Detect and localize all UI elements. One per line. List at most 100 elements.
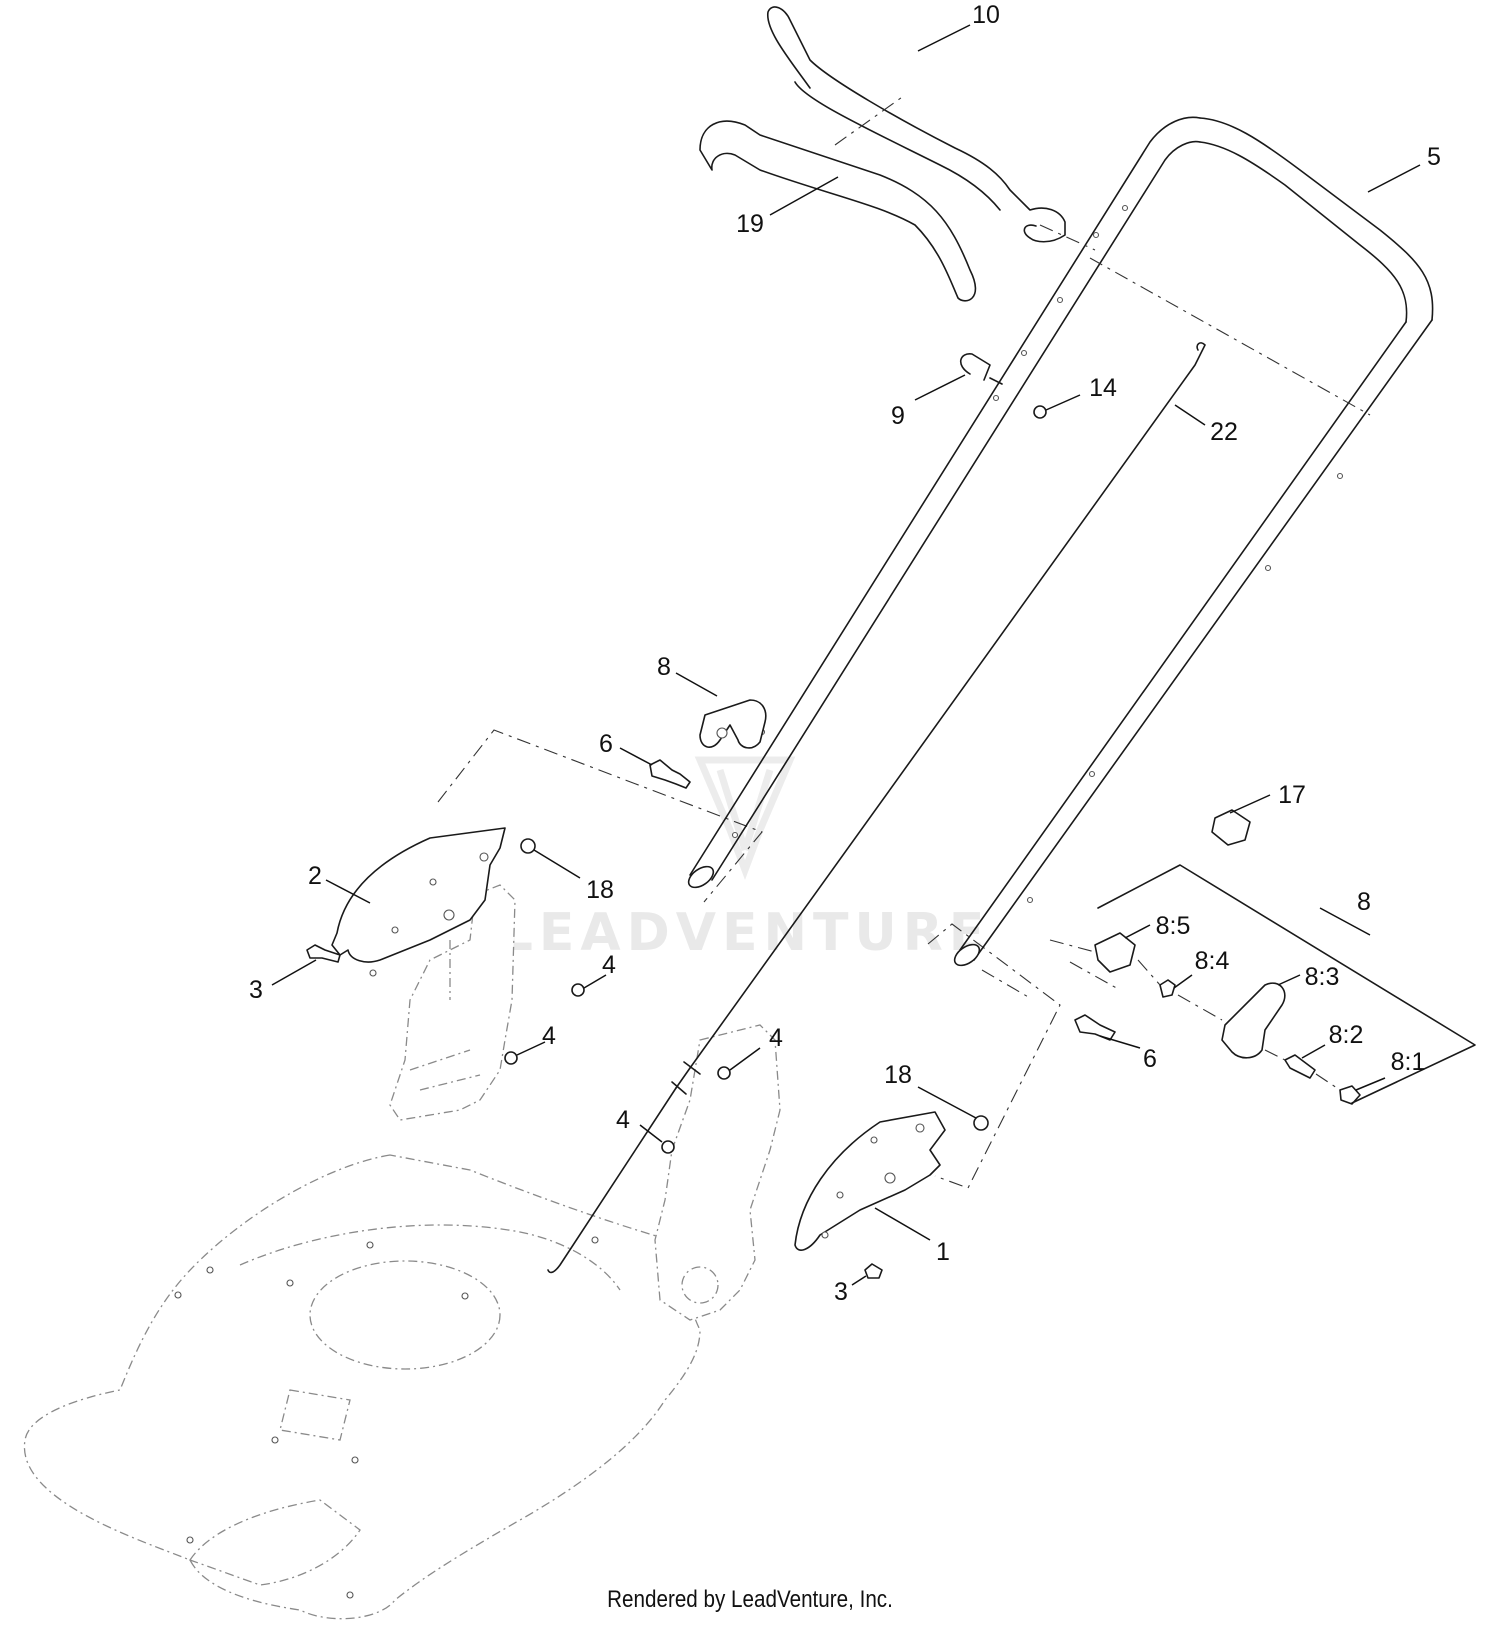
callout-4-b: 4 bbox=[516, 1022, 556, 1056]
svg-text:22: 22 bbox=[1210, 418, 1238, 446]
callout-3-left: 3 bbox=[249, 959, 317, 1004]
mower-deck bbox=[24, 1154, 701, 1620]
callout-6-right: 6 bbox=[1099, 1035, 1157, 1073]
callout-1: 1 bbox=[874, 1207, 950, 1266]
callout-5: 5 bbox=[1367, 143, 1441, 193]
upper-handle bbox=[687, 116, 1434, 967]
deck-discharge-port bbox=[279, 1389, 351, 1441]
handle-left-end bbox=[687, 865, 715, 889]
handle-left-inner-rail bbox=[711, 140, 1201, 881]
svg-text:8: 8 bbox=[1357, 888, 1371, 916]
control-cable bbox=[689, 342, 1206, 1069]
height-bracket-left-holes bbox=[369, 852, 489, 977]
callout-4-d: 4 bbox=[616, 1106, 663, 1143]
height-bracket-right-holes bbox=[821, 1123, 925, 1239]
callout-8-4: 8:4 bbox=[1173, 947, 1230, 989]
callout-19: 19 bbox=[736, 176, 839, 238]
handle-left-outer-rail bbox=[689, 116, 1201, 876]
callout-8-5: 8:5 bbox=[1124, 912, 1190, 940]
deck-rear-channel bbox=[188, 1499, 361, 1586]
bail-bar-end-hook bbox=[1023, 224, 1037, 239]
washer-18-left bbox=[520, 838, 536, 854]
nut-4-right-lower bbox=[661, 1140, 675, 1154]
callout-10: 10 bbox=[917, 1, 1000, 52]
svg-text:2: 2 bbox=[308, 862, 322, 890]
svg-text:6: 6 bbox=[599, 730, 613, 758]
svg-text:19: 19 bbox=[736, 210, 764, 238]
handle-top-bend bbox=[1199, 117, 1434, 323]
handle-right-end bbox=[953, 943, 981, 967]
callout-18-left: 18 bbox=[533, 849, 614, 904]
cable-clip bbox=[960, 353, 1003, 385]
callout-8-2: 8:2 bbox=[1301, 1021, 1364, 1059]
svg-text:1: 1 bbox=[936, 1238, 950, 1266]
deck-left-mount-slots bbox=[409, 940, 481, 1091]
callout-9: 9 bbox=[891, 374, 966, 430]
svg-text:9: 9 bbox=[891, 402, 905, 430]
nut-4-right-upper bbox=[717, 1066, 731, 1080]
callout-3-right: 3 bbox=[834, 1275, 867, 1306]
handle-holes bbox=[731, 204, 1344, 904]
knob-8-3 bbox=[1221, 982, 1286, 1059]
svg-text:8:3: 8:3 bbox=[1305, 963, 1340, 991]
bolt-3-right bbox=[864, 1263, 883, 1279]
svg-text:4: 4 bbox=[542, 1022, 556, 1050]
svg-text:18: 18 bbox=[884, 1061, 912, 1089]
svg-text:4: 4 bbox=[616, 1106, 630, 1134]
svg-text:8:4: 8:4 bbox=[1195, 947, 1230, 975]
svg-text:14: 14 bbox=[1089, 374, 1117, 402]
phantom-boundary-left bbox=[437, 729, 763, 903]
deck-left-mount-plate bbox=[389, 884, 516, 1121]
svg-text:17: 17 bbox=[1278, 781, 1306, 809]
svg-text:8:2: 8:2 bbox=[1329, 1021, 1364, 1049]
callout-8-3: 8:3 bbox=[1277, 963, 1340, 991]
watermark-text: LEADVENTURE bbox=[500, 903, 991, 963]
callout-14: 14 bbox=[1045, 374, 1117, 411]
deck-motor-opening bbox=[309, 1260, 501, 1370]
callout-22: 22 bbox=[1174, 404, 1238, 446]
height-bracket-right bbox=[794, 1111, 946, 1251]
svg-text:18: 18 bbox=[586, 876, 614, 904]
deck-inner-edge bbox=[239, 1224, 621, 1291]
shaft-8-2 bbox=[1284, 1054, 1316, 1079]
svg-text:3: 3 bbox=[834, 1278, 848, 1306]
bail-centerline bbox=[834, 94, 1371, 416]
cable-guide bbox=[1211, 809, 1251, 846]
bolt-3-left bbox=[306, 944, 341, 963]
deck-holes bbox=[174, 1236, 599, 1599]
callout-6-left: 6 bbox=[599, 730, 653, 766]
svg-text:4: 4 bbox=[602, 951, 616, 979]
bail-bar bbox=[767, 6, 1066, 243]
height-bracket-left bbox=[331, 827, 506, 963]
washer-18-right bbox=[973, 1115, 989, 1131]
callout-8-upper: 8 bbox=[657, 653, 718, 697]
callout-4-a: 4 bbox=[583, 951, 616, 989]
callout-8-1: 8:1 bbox=[1355, 1048, 1425, 1091]
callout-17: 17 bbox=[1229, 781, 1306, 814]
deck-right-mount-plate bbox=[654, 1024, 781, 1321]
watermark: LEADVENTURE bbox=[500, 756, 991, 963]
handle-right-rail bbox=[959, 319, 1433, 961]
control-cable-fitting bbox=[671, 1061, 701, 1095]
deck-right-wheel-hub bbox=[681, 1266, 719, 1304]
svg-text:4: 4 bbox=[769, 1024, 783, 1052]
cap-8-1 bbox=[1339, 1085, 1361, 1105]
phantom-boundary-right bbox=[927, 923, 1061, 1189]
svg-text:5: 5 bbox=[1427, 143, 1441, 171]
phantom-lower-right bbox=[981, 961, 1121, 999]
svg-text:6: 6 bbox=[1143, 1045, 1157, 1073]
callout-2: 2 bbox=[308, 862, 371, 904]
svg-text:10: 10 bbox=[972, 1, 1000, 29]
handle-knob-upper bbox=[699, 699, 767, 749]
knob-insert-8-5 bbox=[1094, 932, 1136, 973]
locknut-14 bbox=[1033, 405, 1047, 419]
shoulder-bolt-left bbox=[649, 759, 691, 789]
bail-cover bbox=[699, 120, 977, 302]
kit-bracket bbox=[1097, 864, 1476, 1104]
callout-18-right: 18 bbox=[884, 1061, 977, 1119]
handle-knob-upper-hole bbox=[716, 727, 728, 739]
shoulder-bolt-right bbox=[1074, 1014, 1116, 1041]
svg-text:3: 3 bbox=[249, 976, 263, 1004]
control-cable-lower bbox=[547, 1087, 677, 1274]
